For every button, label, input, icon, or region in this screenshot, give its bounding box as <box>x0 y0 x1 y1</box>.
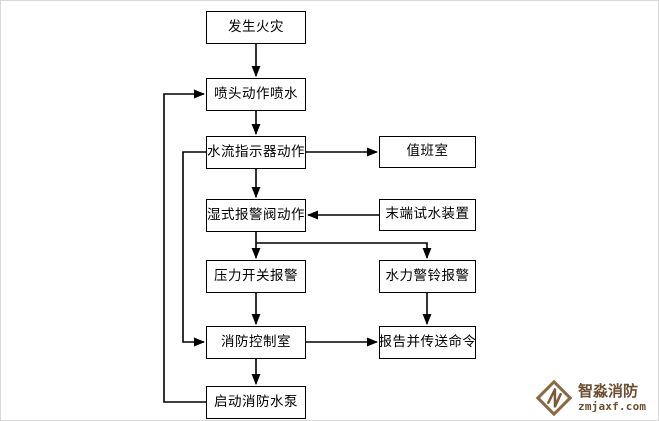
watermark-url: zmjaxf.com <box>578 400 647 413</box>
node-label: 启动消防水泵 <box>214 393 298 410</box>
node-label: 水流指示器动作 <box>207 143 305 160</box>
node-wet-alarm-valve[interactable]: 湿式报警阀动作 <box>206 199 306 232</box>
node-water-flow-indicator[interactable]: 水流指示器动作 <box>206 136 306 169</box>
node-label: 喷头动作喷水 <box>214 85 298 102</box>
watermark-text: 智淼消防 zmjaxf.com <box>578 382 647 413</box>
diamond-brand-logo-icon <box>535 379 573 417</box>
node-pressure-switch-alarm[interactable]: 压力开关报警 <box>206 260 306 293</box>
node-water-motor-gong-alarm[interactable]: 水力警铃报警 <box>379 260 476 293</box>
node-label: 发生火灾 <box>228 18 284 35</box>
node-label: 湿式报警阀动作 <box>207 206 305 223</box>
watermark-brand: 智淼消防 <box>578 382 639 400</box>
node-label: 报告并传送命令 <box>378 333 477 350</box>
edge-wet-valve-to-water-bell <box>256 242 432 260</box>
node-end-test-device[interactable]: 末端试水装置 <box>379 199 476 231</box>
node-label: 值班室 <box>406 143 449 160</box>
node-fire-occurs[interactable]: 发生火灾 <box>206 11 306 44</box>
node-label: 消防控制室 <box>221 333 291 350</box>
node-fire-control-room[interactable]: 消防控制室 <box>206 326 306 359</box>
node-start-fire-pump[interactable]: 启动消防水泵 <box>206 386 306 419</box>
edge-flow-indicator-feedback-to-control-room <box>182 151 206 347</box>
node-label: 水力警铃报警 <box>385 267 470 284</box>
node-label: 末端试水装置 <box>385 206 470 223</box>
watermark: 智淼消防 zmjaxf.com <box>535 376 655 420</box>
node-report-and-transmit-command[interactable]: 报告并传送命令 <box>379 326 476 359</box>
node-duty-room[interactable]: 值班室 <box>379 136 476 168</box>
node-sprinkler-activates[interactable]: 喷头动作喷水 <box>206 78 306 111</box>
node-label: 压力开关报警 <box>214 267 298 284</box>
edge-start-pump-feedback-to-sprinkler <box>163 89 206 403</box>
